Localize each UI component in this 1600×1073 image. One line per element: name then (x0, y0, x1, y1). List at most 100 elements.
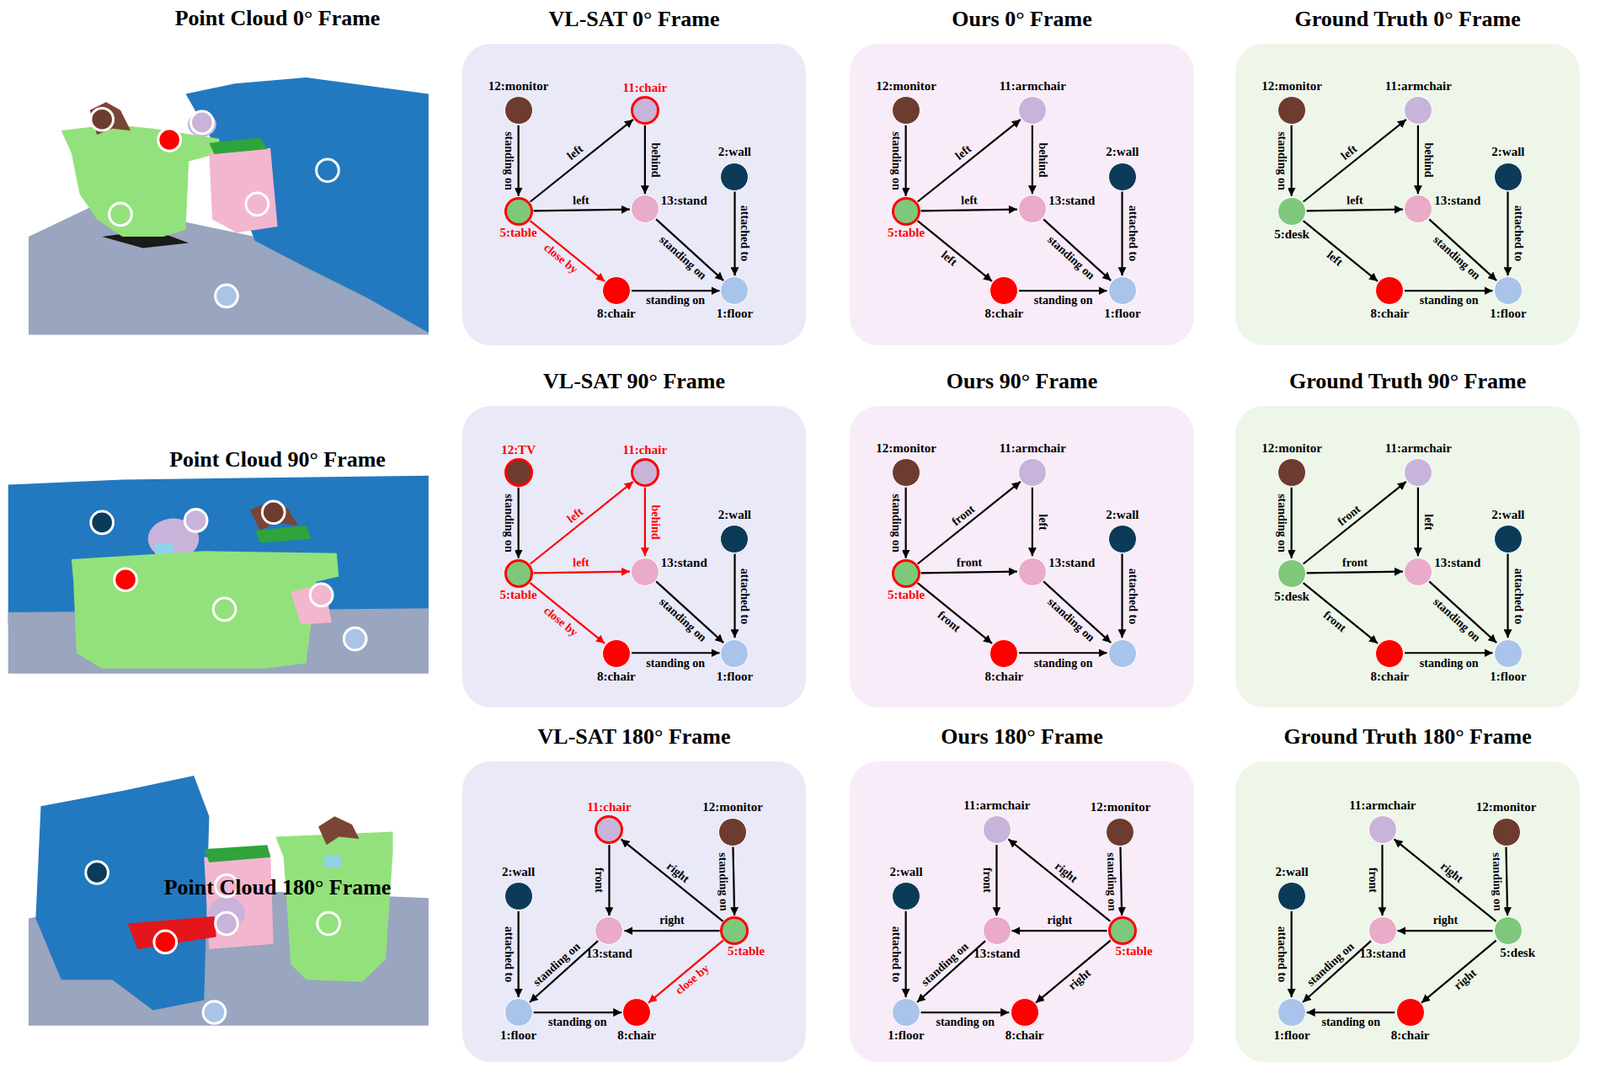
relation-arrow (624, 929, 720, 932)
markers (90, 501, 367, 651)
edge-label: behind (1422, 140, 1435, 179)
marker (154, 930, 177, 954)
edge-label: close by (671, 960, 713, 999)
graph-panel: Ground Truth 180° Frame11:armchair12:mon… (1235, 761, 1579, 1062)
relation-arrow (533, 1011, 623, 1014)
wall-cloud (8, 475, 429, 625)
object-node: 8:chair (1375, 276, 1404, 305)
desk-cloud (71, 550, 339, 668)
node-label: 11:armchair (1385, 79, 1452, 94)
graph-panel: Ours 90° Frame12:monitor11:armchair2:wal… (849, 405, 1194, 707)
relation-arrow (608, 844, 610, 916)
edge-label: left (571, 555, 592, 570)
node-label: 5:table (1115, 944, 1153, 959)
object-node: 2:wall (1493, 162, 1523, 192)
marker (343, 627, 367, 651)
relation-arrow (905, 125, 907, 197)
edge-label: standing on (656, 593, 711, 646)
panel-title: Ours 90° Frame (946, 368, 1098, 395)
marker (316, 159, 340, 182)
relation-arrow (533, 571, 630, 574)
edge-label: left (571, 193, 592, 208)
relation-arrow (1018, 289, 1108, 292)
relation-arrow (921, 571, 1018, 574)
panel-title: VL-SAT 90° Frame (543, 368, 726, 395)
cup-cloud (324, 854, 341, 868)
graph-panel: VL-SAT 180° Frame11:chair12:monitor2:wal… (462, 761, 806, 1062)
relation-arrow (533, 209, 630, 212)
relation-arrow (1507, 192, 1510, 277)
node-label: 11:armchair (1385, 441, 1452, 456)
node-label: 2:wall (1491, 144, 1525, 160)
node-label: 13:stand (1048, 555, 1095, 571)
relation-arrow (1018, 651, 1108, 654)
node-label: 1:floor (1489, 669, 1526, 684)
relation-arrow (1306, 209, 1403, 212)
object-node: 13:stand (630, 557, 660, 587)
node-label: 13:stand (973, 946, 1020, 961)
object-node: 13:stand (982, 916, 1012, 945)
object-node: 13:stand (1368, 916, 1398, 945)
node-label: 13:stand (1434, 555, 1481, 571)
node-label: 1:floor (500, 1028, 537, 1043)
relation-arrow (648, 940, 724, 1003)
object-node: 5:table (891, 559, 921, 588)
marker (215, 912, 239, 935)
edge-label: right (1450, 965, 1482, 993)
relation-arrow (917, 119, 1021, 203)
node-label: 8:chair (984, 669, 1024, 684)
edge-label: right (1050, 858, 1082, 886)
edge-label: left (951, 141, 976, 165)
edge-label: standing on (1043, 231, 1099, 283)
relation-arrow (1303, 119, 1407, 203)
panel-title: Ours 0° Frame (951, 6, 1092, 32)
edge-label: behind (1036, 140, 1050, 179)
object-node: 13:stand (594, 916, 624, 945)
object-node: 5:table (891, 197, 921, 226)
relation-arrow (1381, 844, 1384, 916)
marker (191, 111, 214, 134)
node-label: 12:monitor (1090, 800, 1152, 815)
edge-label: right (1431, 913, 1461, 927)
marker (158, 128, 182, 152)
relation-arrow (1417, 125, 1419, 195)
node-label: 13:stand (661, 193, 708, 208)
edge-label: standing on (1274, 491, 1288, 555)
panel-title: Point Cloud 90° Frame (169, 447, 386, 473)
object-node: 1:floor (1277, 997, 1307, 1027)
node-label: 11:armchair (963, 798, 1030, 813)
relation-arrow (1120, 847, 1123, 917)
object-node: 13:stand (1403, 194, 1433, 224)
edge-label: standing on (1489, 850, 1504, 913)
marker (309, 583, 333, 607)
relation-arrow (1306, 1011, 1396, 1014)
relation-arrow (1506, 847, 1509, 917)
relation-arrow (1421, 940, 1497, 1003)
edge-label: standing on (501, 491, 515, 555)
node-label: 12:TV (501, 442, 536, 458)
edge-label: standing on (1320, 1015, 1383, 1029)
node-label: 11:chair (623, 442, 668, 458)
stand-cloud (208, 148, 278, 234)
panel-title: Ground Truth 180° Frame (1283, 724, 1531, 750)
edge-label: standing on (644, 294, 707, 308)
node-label: 12:monitor (1476, 800, 1537, 815)
object-node: 11:chair (630, 458, 660, 487)
relation-arrow (733, 554, 736, 639)
edge-label: standing on (1302, 938, 1358, 990)
relation-arrow (921, 209, 1018, 212)
node-label: 8:chair (984, 306, 1024, 321)
edge-label: left (563, 503, 587, 527)
edge-label: left (1322, 247, 1347, 271)
relation-arrow (1035, 940, 1111, 1003)
node-label: 5:table (887, 225, 925, 240)
panel-title: VL-SAT 0° Frame (549, 6, 720, 32)
object-node: 13:stand (630, 194, 660, 224)
edge-label: standing on (1418, 656, 1481, 670)
edge-label: front (980, 865, 993, 895)
node-label: 8:chair (1370, 306, 1409, 321)
edge-label: standing on (656, 231, 711, 283)
marker (261, 501, 285, 524)
node-label: 8:chair (1391, 1028, 1430, 1043)
